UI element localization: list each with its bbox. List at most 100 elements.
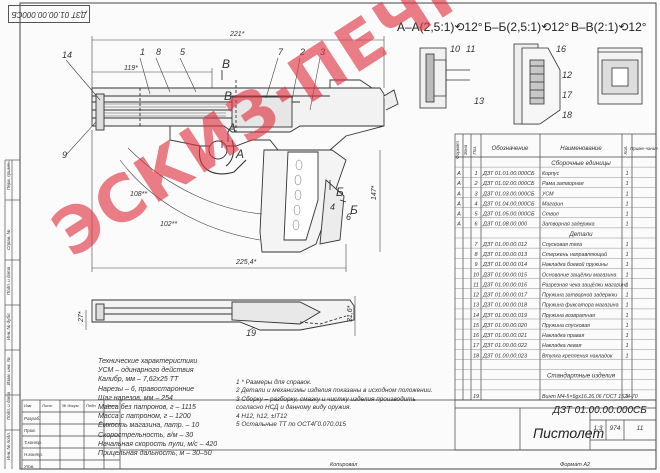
table-header: Зона xyxy=(463,144,468,155)
tech-line: Прицельная дальность, м – 30–50 xyxy=(98,450,212,458)
table-header: Приме-чание xyxy=(630,146,658,151)
row-position: 1 xyxy=(474,171,477,177)
row-name: Рама затворная xyxy=(542,181,584,187)
section-letter: А xyxy=(235,147,244,161)
row-position: 13 xyxy=(473,303,480,309)
row-quantity: 1 xyxy=(625,333,628,339)
row-designation: ДЗТ 01.00.00.016 xyxy=(482,282,528,288)
row-position: 7 xyxy=(474,242,478,248)
section-letter: Б xyxy=(350,203,358,217)
row-quantity: 1 xyxy=(625,323,628,329)
row-designation: ДЗТ 01.00.00.013 xyxy=(482,252,528,258)
row-designation: ДЗТ 01.00.00.021 xyxy=(482,333,527,339)
callout-number: 13 xyxy=(474,96,484,106)
callout-number: 4 xyxy=(330,202,335,212)
side-label: Инв. № подл. xyxy=(6,432,11,460)
row-name: Магазин xyxy=(542,201,563,207)
row-position: 4 xyxy=(474,201,477,207)
row-name: Накладка правая xyxy=(542,333,584,339)
title-block-grid xyxy=(21,399,657,470)
callout-number: 6 xyxy=(346,212,351,222)
row-position: 11 xyxy=(473,282,479,288)
row-name: Сборочные единицы xyxy=(551,160,611,167)
row-name: Ствол xyxy=(542,212,559,218)
callout-number: 17 xyxy=(562,90,573,100)
row-name: Разрезная чека защёлки магазина xyxy=(542,282,628,288)
callout-number: 5 xyxy=(180,47,186,57)
callout-number: 3 xyxy=(320,47,325,57)
row-quantity: 1 xyxy=(625,313,628,319)
row-position: 15 xyxy=(473,323,480,329)
leader-lines xyxy=(65,57,321,331)
row-position: 3 xyxy=(474,191,478,197)
tb-scale: 1:3 xyxy=(593,425,602,432)
row-designation: ДЗТ 01.03.00.000СБ xyxy=(482,191,535,197)
callout-number: 14 xyxy=(62,50,72,60)
row-quantity: 1 xyxy=(625,353,628,359)
row-designation: ДЗТ 01.00.00.022 xyxy=(482,343,527,349)
row-name: Затворная задержка xyxy=(542,222,595,228)
tb-col-head: Дата xyxy=(105,403,117,408)
dimension-text: 147* xyxy=(371,185,378,200)
row-designation: ДЗТ 01.00.00.012 xyxy=(482,242,527,248)
tech-line: Масса без патронов, г – 1115 xyxy=(98,404,196,412)
callout-number: 12 xyxy=(562,70,572,80)
row-quantity: 1 xyxy=(625,293,628,299)
callout-number: 11 xyxy=(466,44,475,54)
dimension-text: 27* xyxy=(78,311,85,323)
row-name: Пружина возвратная xyxy=(542,313,595,319)
row-name: Втулка крепления накладок xyxy=(542,353,613,359)
table-header: Наименование xyxy=(560,146,602,152)
dimension-lines xyxy=(85,36,385,336)
section-aa-view xyxy=(419,47,470,109)
tech-line: Масса с патроном, г – 1200 xyxy=(98,413,191,421)
table-header: Кол. xyxy=(623,146,628,155)
note-line: согласно НСД и данному виду оружия. xyxy=(236,404,352,412)
row-name: Накладка боевой пружины xyxy=(542,261,608,268)
row-position: 17 xyxy=(473,343,480,349)
note-line: 5 Остальные ТТ по ОСТ4Г0.070.015 xyxy=(236,421,346,429)
callout-number: 8 xyxy=(156,47,161,57)
row-designation: ДЗТ 01.00.00.017 xyxy=(482,293,528,299)
row-format: А xyxy=(456,212,461,218)
tech-characteristics-title: Технические характеристики xyxy=(98,358,198,365)
side-label: Перв. примен. xyxy=(6,160,11,190)
note-line: 4 Н12, h12, ±IT12 xyxy=(236,412,288,420)
tech-line: Скорострельность, в/м – 30 xyxy=(98,431,194,439)
row-quantity: 1 xyxy=(625,343,628,349)
row-designation: ДЗТ 01.08.00.000 xyxy=(482,222,528,228)
pistol-main-view xyxy=(91,79,399,253)
callout-number: 16 xyxy=(556,44,566,54)
section-title-aa: А–А(2,5:1)⟲12° xyxy=(397,20,483,34)
tb-role: Т.контр. xyxy=(24,440,42,445)
row-name: Основание защёлки магазина xyxy=(542,272,616,278)
tb-format: Формат А2 xyxy=(560,462,590,468)
callout-number: 1 xyxy=(140,47,145,57)
row-format: А xyxy=(456,191,461,197)
section-markers xyxy=(221,70,347,203)
section-vv-view xyxy=(597,47,643,105)
tech-line: Нарезы – 6, правостаронние xyxy=(98,385,195,393)
row-position: 10 xyxy=(473,272,480,278)
section-letter: Б xyxy=(336,185,344,199)
tech-line: Шаг нарезов, мм – 254 xyxy=(98,394,173,402)
row-quantity: 1 xyxy=(625,191,628,197)
callout-number: 2 xyxy=(299,47,305,57)
dimension-text: 119* xyxy=(124,65,138,72)
dimension-text: 225,4* xyxy=(235,259,257,266)
tech-line: Начальная скорость пули, м/с – 420 xyxy=(98,440,218,448)
row-position: 8 xyxy=(474,252,478,258)
row-name: Стержень направляющий xyxy=(542,251,607,258)
row-position: 12 xyxy=(473,293,479,299)
section-letter: В xyxy=(222,57,230,71)
tb-role: Утв. xyxy=(24,464,34,469)
row-designation: ДЗТ 01.00.00.014 xyxy=(482,262,527,268)
stamp-box: ДЗТ 01.00.00.000СБ xyxy=(8,5,90,23)
row-name: Спусковая тяга xyxy=(542,242,582,248)
dimension-text: 108** xyxy=(130,191,147,198)
section-title-vv: В–В(2:1)⟲12° xyxy=(571,20,647,34)
row-name: Стандартные изделия xyxy=(547,373,616,380)
row-designation: ДЗТ 01.01.00.000СБ xyxy=(482,171,535,177)
row-name: Накладка левая xyxy=(542,343,582,349)
tb-col-head: Подп. xyxy=(86,403,97,408)
